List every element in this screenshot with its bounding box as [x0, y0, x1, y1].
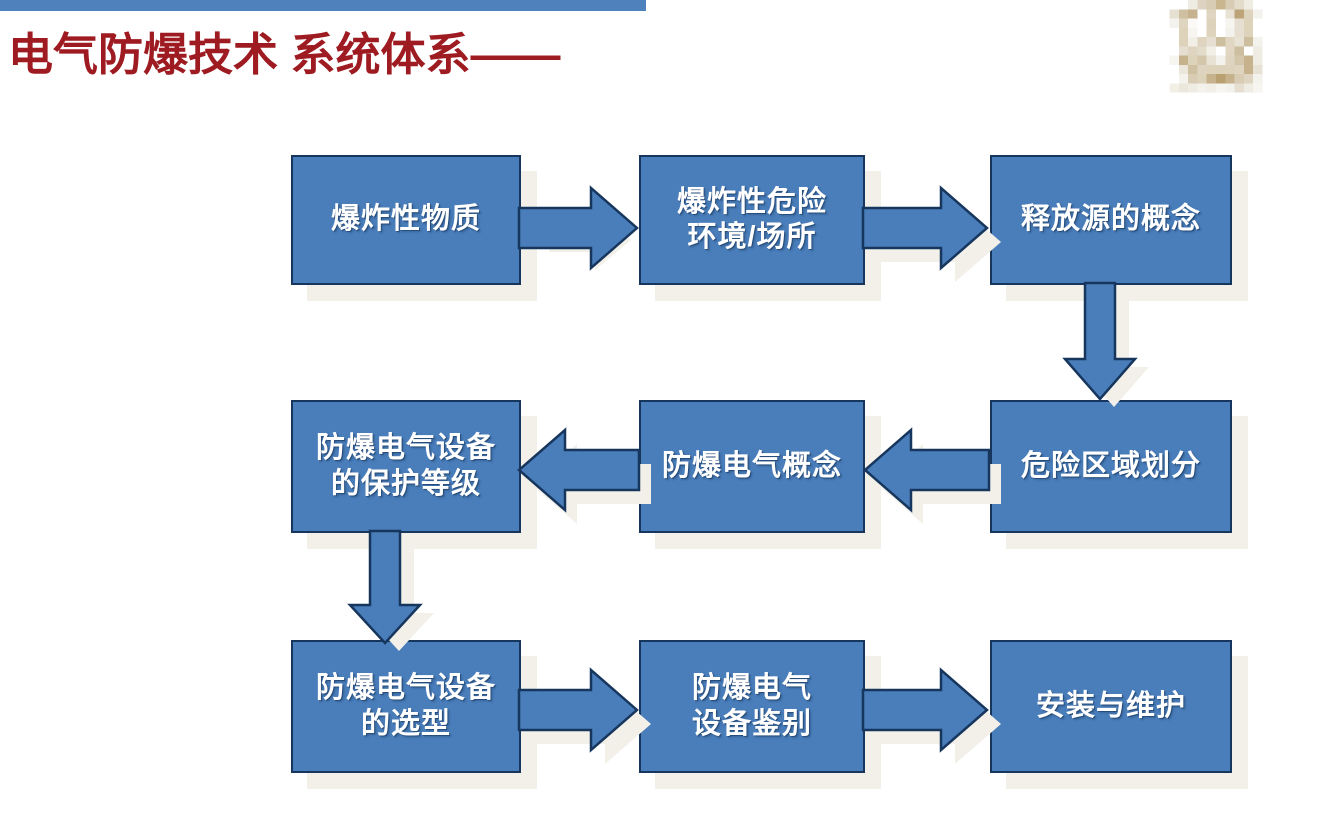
blurred-institution-logo-icon [1146, 0, 1286, 102]
flow-arrow-right [517, 185, 647, 271]
flow-node-hazardous-area-classification[interactable]: 危险区域划分 [990, 400, 1232, 533]
page-title: 电气防爆技术 系统体系—— [8, 29, 561, 80]
flow-node-installation-maintenance[interactable]: 安装与维护 [990, 640, 1232, 773]
flow-node-label: 安装与维护 [1035, 689, 1186, 722]
flow-node-explosive-substance[interactable]: 爆炸性物质 [291, 155, 521, 285]
flow-arrow-down [347, 529, 444, 651]
flow-node-protection-level[interactable]: 防爆电气设备 的保护等级 [291, 400, 521, 533]
flow-node-label: 爆炸性危险 环境/场所 [676, 185, 827, 253]
flow-node-label: 释放源的概念 [1020, 203, 1201, 236]
flow-node-equipment-selection[interactable]: 防爆电气设备 的选型 [291, 640, 521, 773]
flow-node-label: 防爆电气设备 的保护等级 [315, 432, 496, 500]
header-accent-bar [0, 0, 646, 11]
flow-arrow-left [511, 427, 651, 524]
flow-arrow-right [861, 185, 1001, 282]
flow-node-release-source-concept[interactable]: 释放源的概念 [990, 155, 1232, 285]
flow-node-label: 防爆电气设备 的选型 [315, 672, 496, 740]
flow-arrow-right [861, 667, 1001, 764]
flow-node-label: 爆炸性物质 [330, 203, 481, 236]
flow-arrow-right [517, 667, 651, 764]
flow-node-label: 危险区域划分 [1020, 449, 1201, 482]
flow-node-label: 防爆电气概念 [661, 449, 842, 482]
flow-node-explosive-hazard-environment[interactable]: 爆炸性危险 环境/场所 [639, 155, 865, 285]
flow-node-label: 防爆电气 设备鉴别 [691, 672, 812, 740]
flow-arrow-down [1062, 281, 1159, 407]
flow-node-equipment-identification[interactable]: 防爆电气 设备鉴别 [639, 640, 865, 773]
flow-arrow-left [855, 427, 1001, 524]
flow-node-explosion-proof-concept[interactable]: 防爆电气概念 [639, 400, 865, 533]
